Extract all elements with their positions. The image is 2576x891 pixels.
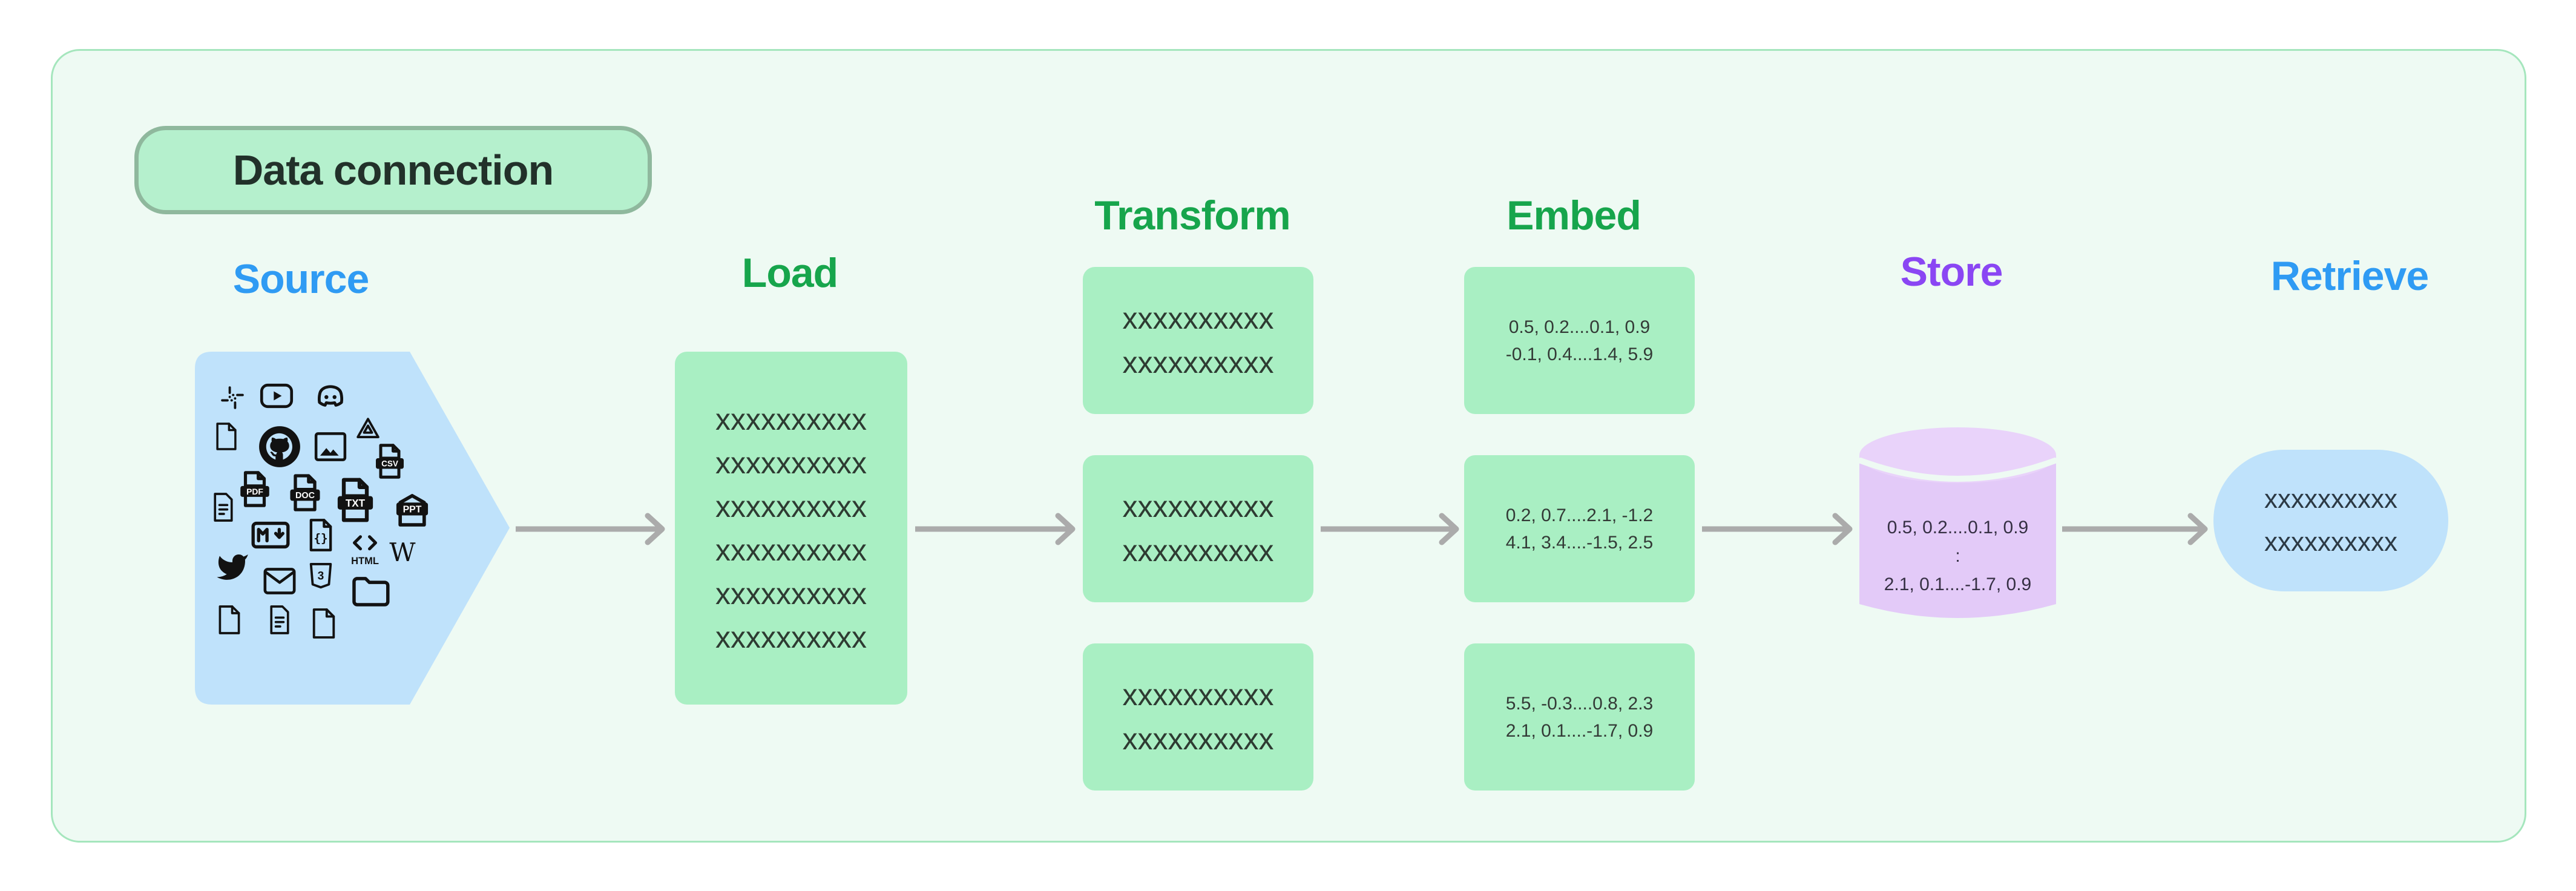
arrow-source-to-load bbox=[516, 513, 665, 545]
embed-row: 5.5, -0.3....0.8, 2.3 bbox=[1505, 693, 1654, 714]
store-line: : bbox=[1955, 546, 1960, 566]
svg-text:PDF: PDF bbox=[246, 487, 263, 496]
svg-text:DOC: DOC bbox=[295, 491, 315, 501]
code-file-icon: {} bbox=[305, 518, 337, 552]
github-icon bbox=[257, 424, 302, 469]
txt-file-icon: TXT bbox=[332, 477, 378, 523]
csv-file-icon: CSV bbox=[372, 443, 408, 479]
retrieve-title: Retrieve bbox=[2270, 253, 2429, 299]
embed-title: Embed bbox=[1506, 192, 1641, 238]
image-icon bbox=[314, 432, 347, 462]
svg-text:CSV: CSV bbox=[381, 459, 398, 469]
load-row: xxxxxxxxxx bbox=[715, 576, 867, 611]
svg-text:{}: {} bbox=[314, 531, 327, 545]
store-line: 0.5, 0.2....0.1, 0.9 bbox=[1887, 518, 2029, 538]
pdf-file-icon: PDF bbox=[236, 470, 274, 508]
source-shape: CSV PDF DOC bbox=[195, 352, 510, 705]
folder-icon bbox=[351, 574, 391, 608]
store-line: 2.1, 0.1....-1.7, 0.9 bbox=[1884, 574, 2032, 594]
embed-row: 4.1, 3.4....-1.5, 2.5 bbox=[1505, 532, 1654, 553]
transform-title: Transform bbox=[1094, 192, 1291, 238]
store-title: Store bbox=[1900, 249, 2003, 295]
file-icon bbox=[214, 421, 239, 452]
load-box: xxxxxxxxxx xxxxxxxxxx xxxxxxxxxx xxxxxxx… bbox=[675, 352, 907, 705]
transform-box-2: xxxxxxxxxx xxxxxxxxxx bbox=[1083, 455, 1313, 602]
retrieve-row: xxxxxxxxxx bbox=[2264, 484, 2397, 514]
transform-row: xxxxxxxxxx bbox=[1122, 345, 1274, 380]
transform-row: xxxxxxxxxx bbox=[1122, 677, 1274, 712]
document-lines-icon bbox=[266, 604, 293, 636]
load-row: xxxxxxxxxx bbox=[715, 402, 867, 436]
load-row: xxxxxxxxxx bbox=[715, 533, 867, 567]
diagram-frame: Data connection Source Load Transform Em… bbox=[51, 49, 2526, 843]
embed-row: 0.5, 0.2....0.1, 0.9 bbox=[1508, 317, 1651, 337]
file-icon bbox=[310, 607, 338, 640]
transform-row: xxxxxxxxxx bbox=[1122, 722, 1274, 756]
retrieve-box: xxxxxxxxxx xxxxxxxxxx bbox=[2213, 450, 2448, 591]
svg-text:W: W bbox=[389, 539, 416, 566]
ppt-file-icon: PPT bbox=[392, 490, 433, 531]
embed-row: 0.2, 0.7....2.1, -1.2 bbox=[1505, 505, 1654, 525]
google-drive-icon bbox=[354, 415, 382, 443]
transform-row: xxxxxxxxxx bbox=[1122, 301, 1274, 335]
title-badge-label: Data connection bbox=[232, 146, 554, 194]
discord-icon bbox=[313, 383, 348, 412]
twitter-icon bbox=[214, 550, 251, 584]
arrow-transform-to-embed bbox=[1321, 513, 1459, 545]
embed-box-1: 0.5, 0.2....0.1, 0.9 -0.1, 0.4....1.4, 5… bbox=[1464, 267, 1695, 414]
arrow-load-to-transform bbox=[915, 513, 1076, 545]
load-row: xxxxxxxxxx bbox=[715, 446, 867, 480]
slack-icon bbox=[218, 384, 246, 412]
transform-row: xxxxxxxxxx bbox=[1122, 533, 1274, 568]
doc-file-icon: DOC bbox=[286, 473, 324, 512]
document-lines-icon bbox=[210, 492, 237, 523]
html-icon: HTML bbox=[347, 531, 383, 568]
youtube-icon bbox=[260, 383, 294, 409]
transform-row: xxxxxxxxxx bbox=[1122, 489, 1274, 524]
load-row: xxxxxxxxxx bbox=[715, 489, 867, 524]
css3-icon: 3 bbox=[307, 562, 335, 593]
email-icon bbox=[263, 567, 297, 595]
svg-text:TXT: TXT bbox=[346, 498, 366, 509]
load-title: Load bbox=[741, 250, 838, 296]
markdown-icon bbox=[251, 521, 290, 549]
transform-box-1: xxxxxxxxxx xxxxxxxxxx bbox=[1083, 267, 1313, 414]
arrow-embed-to-store bbox=[1702, 513, 1853, 545]
embed-box-3: 5.5, -0.3....0.8, 2.3 2.1, 0.1....-1.7, … bbox=[1464, 643, 1695, 791]
embed-box-2: 0.2, 0.7....2.1, -1.2 4.1, 3.4....-1.5, … bbox=[1464, 455, 1695, 602]
retrieve-row: xxxxxxxxxx bbox=[2264, 527, 2397, 557]
svg-text:3: 3 bbox=[318, 570, 324, 582]
wikipedia-icon: W bbox=[388, 539, 417, 566]
embed-row: 2.1, 0.1....-1.7, 0.9 bbox=[1505, 720, 1654, 741]
load-row: xxxxxxxxxx bbox=[715, 620, 867, 654]
arrow-store-to-retrieve bbox=[2062, 513, 2208, 545]
transform-box-3: xxxxxxxxxx xxxxxxxxxx bbox=[1083, 643, 1313, 791]
database-cylinder-icon bbox=[1859, 427, 2056, 618]
svg-text:PPT: PPT bbox=[403, 505, 422, 515]
svg-text:HTML: HTML bbox=[351, 556, 379, 567]
file-icon bbox=[216, 604, 243, 636]
store-content: 0.5, 0.2....0.1, 0.9 : 2.1, 0.1....-1.7,… bbox=[1859, 513, 2056, 599]
embed-row: -0.1, 0.4....1.4, 5.9 bbox=[1505, 344, 1654, 364]
source-title: Source bbox=[232, 256, 370, 302]
title-badge: Data connection bbox=[134, 126, 652, 214]
